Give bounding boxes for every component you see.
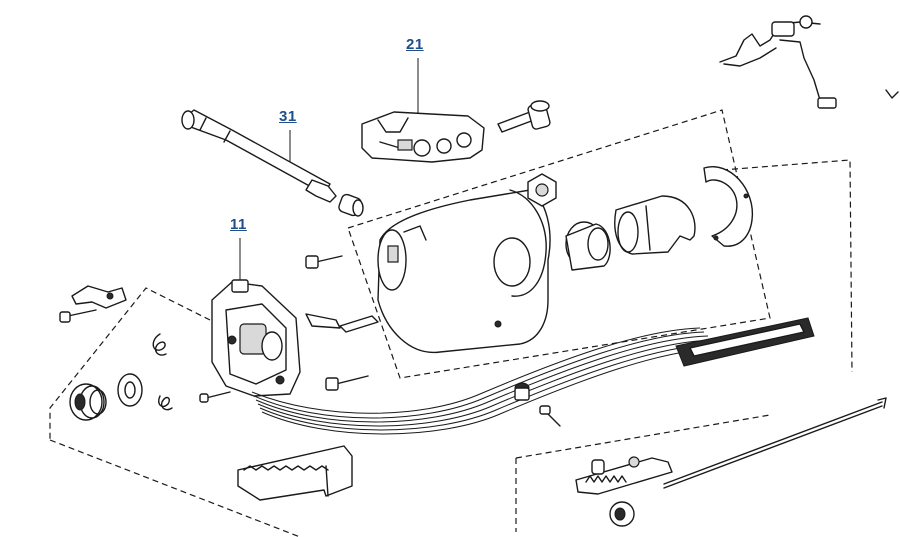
switch-bracket — [361, 111, 485, 163]
housing-group-frame — [347, 109, 771, 379]
actuator-sector — [575, 456, 673, 495]
return-spring-lower — [158, 395, 173, 411]
wire-clip-upper — [305, 313, 341, 329]
callout-21[interactable]: 21 — [406, 36, 424, 53]
switch-screw — [199, 391, 231, 403]
return-spring-upper — [152, 333, 167, 356]
rod-bushing — [609, 501, 635, 527]
lock-nut — [527, 173, 557, 207]
washer — [117, 373, 143, 407]
bracket-screw — [59, 309, 97, 323]
turn-signal-lever — [719, 15, 837, 109]
retaining-plate — [703, 166, 754, 247]
housing-screw-bottom — [325, 375, 369, 391]
callout-31[interactable]: 31 — [279, 108, 297, 125]
callout-11[interactable]: 11 — [230, 216, 247, 233]
dimmer-plug — [514, 382, 530, 401]
housing-screw-top — [305, 255, 343, 269]
lever-bracket — [71, 285, 127, 309]
switch-assembly — [211, 279, 301, 397]
lock-sleeve — [614, 195, 696, 255]
rod-group-frame — [515, 414, 771, 532]
actuator-rack — [237, 445, 353, 501]
compression-spring — [69, 383, 107, 421]
wire-clip-lower — [339, 315, 379, 333]
base-group-frame — [49, 159, 853, 537]
edge-mark — [885, 89, 899, 99]
actuator-rod — [663, 397, 887, 489]
dimmer-screw — [539, 405, 561, 427]
wire-harness — [251, 327, 721, 435]
column-housing — [377, 189, 551, 354]
steering-shaft — [181, 109, 364, 217]
harness-connector — [675, 317, 815, 367]
bearing-ring — [565, 221, 611, 271]
pivot-screw — [497, 100, 551, 133]
